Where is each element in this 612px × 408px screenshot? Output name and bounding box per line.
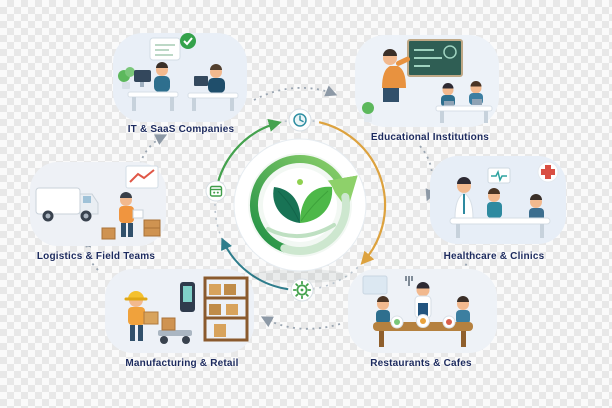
node-logistics-illustration [28, 158, 168, 250]
orbit-arc-orange [318, 121, 387, 265]
node-healthcare-label: Healthcare & Clinics [443, 251, 545, 262]
manufacturing-scene-icon [105, 269, 254, 353]
clock-icon [288, 108, 312, 132]
healthcare-scene-icon [430, 156, 566, 244]
restaurants-scene-icon [348, 269, 497, 353]
connector-education-to-healthcare [419, 145, 437, 202]
node-it-saas-illustration [110, 30, 250, 125]
recycle-ring [250, 154, 358, 253]
gear-icon [290, 278, 314, 302]
it-saas-scene-icon [113, 33, 247, 122]
node-it-saas-label: IT & SaaS Companies [127, 124, 235, 135]
medical-cross-icon [537, 161, 559, 183]
node-logistics-label: Logistics & Field Teams [36, 251, 156, 262]
node-restaurants-illustration [345, 266, 500, 356]
node-manufacturing-label: Manufacturing & Retail [125, 358, 239, 369]
center-hub-graphic [205, 108, 387, 302]
node-education-illustration [352, 32, 502, 130]
logistics-scene-icon [30, 162, 166, 246]
leaf-logo-icon [266, 179, 336, 239]
orbit-arc-teal [221, 237, 289, 291]
node-healthcare-illustration [428, 152, 568, 248]
connector-restaurants-to-manufacturing [260, 316, 341, 330]
calendar-icon [205, 180, 227, 202]
education-scene-icon [355, 35, 499, 127]
center-hub [190, 95, 410, 315]
node-education-label: Educational Institutions [370, 132, 490, 143]
node-restaurants-label: Restaurants & Cafes [370, 358, 472, 369]
node-manufacturing-illustration [102, 266, 257, 356]
